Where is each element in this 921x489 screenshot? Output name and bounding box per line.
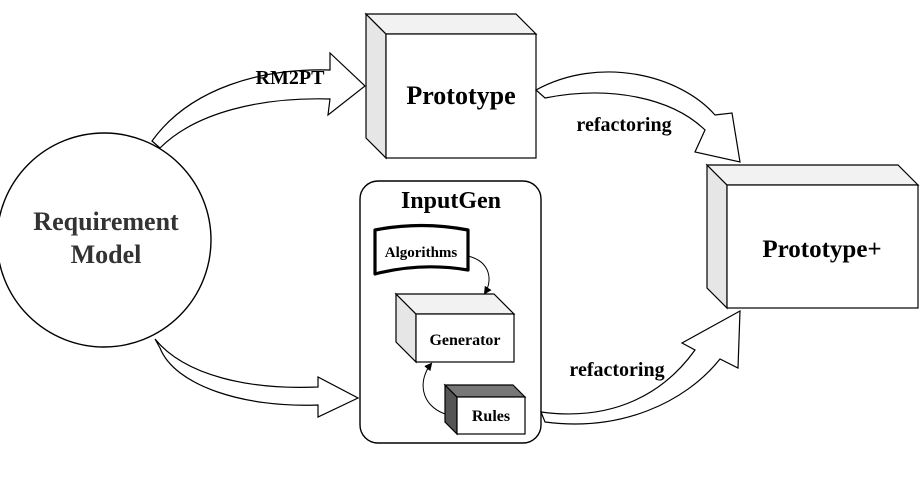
rules-box-top [443, 384, 527, 398]
requirement-to-inputgen-arrow [154, 338, 360, 418]
refactoring-bottom-label: refactoring [569, 359, 664, 381]
prototype-box-side [365, 12, 387, 160]
prototype-plus-label: Prototype+ [762, 236, 881, 263]
prototype-plus-box-top [705, 164, 920, 186]
algorithms-to-generator-arrow [467, 255, 492, 295]
rules-label: Rules [472, 408, 510, 425]
requirement-model-circle [0, 132, 212, 348]
rm2pt-arrow [151, 51, 366, 149]
prototype-plus-node: Prototype+ [705, 163, 920, 310]
refactoring-bottom-arrow [540, 309, 741, 425]
rules-node: Rules [443, 383, 527, 436]
prototype-plus-box-face [726, 184, 919, 309]
algorithms-document-shape [373, 223, 470, 276]
prototype-plus-box-side [706, 163, 728, 310]
rules-box-face [456, 396, 526, 435]
prototype-node: Prototype [364, 12, 538, 160]
generator-label: Generator [429, 332, 500, 349]
requirement-model-label-line1: Requirement [33, 207, 179, 236]
rules-to-generator-arrow [422, 362, 446, 415]
refactoring-top-arrow [534, 71, 741, 163]
algorithms-label: Algorithms [385, 245, 458, 261]
requirement-model-node: Requirement Model [0, 132, 212, 348]
refactoring-top-label: refactoring [576, 114, 671, 136]
inputgen-title: InputGen [401, 188, 501, 214]
algorithms-node: Algorithms [373, 223, 470, 276]
generator-box-top [394, 293, 516, 315]
generator-node: Generator [394, 292, 516, 364]
inputgen-container: InputGen Algorithms Generator Rules [359, 180, 542, 444]
generator-box-face [415, 313, 515, 363]
prototype-label: Prototype [406, 81, 515, 110]
prototype-box-top [364, 13, 538, 35]
prototype-box-face [385, 33, 537, 159]
rm2pt-label: RM2PT [256, 67, 326, 89]
requirement-model-label-line2: Model [71, 240, 142, 269]
